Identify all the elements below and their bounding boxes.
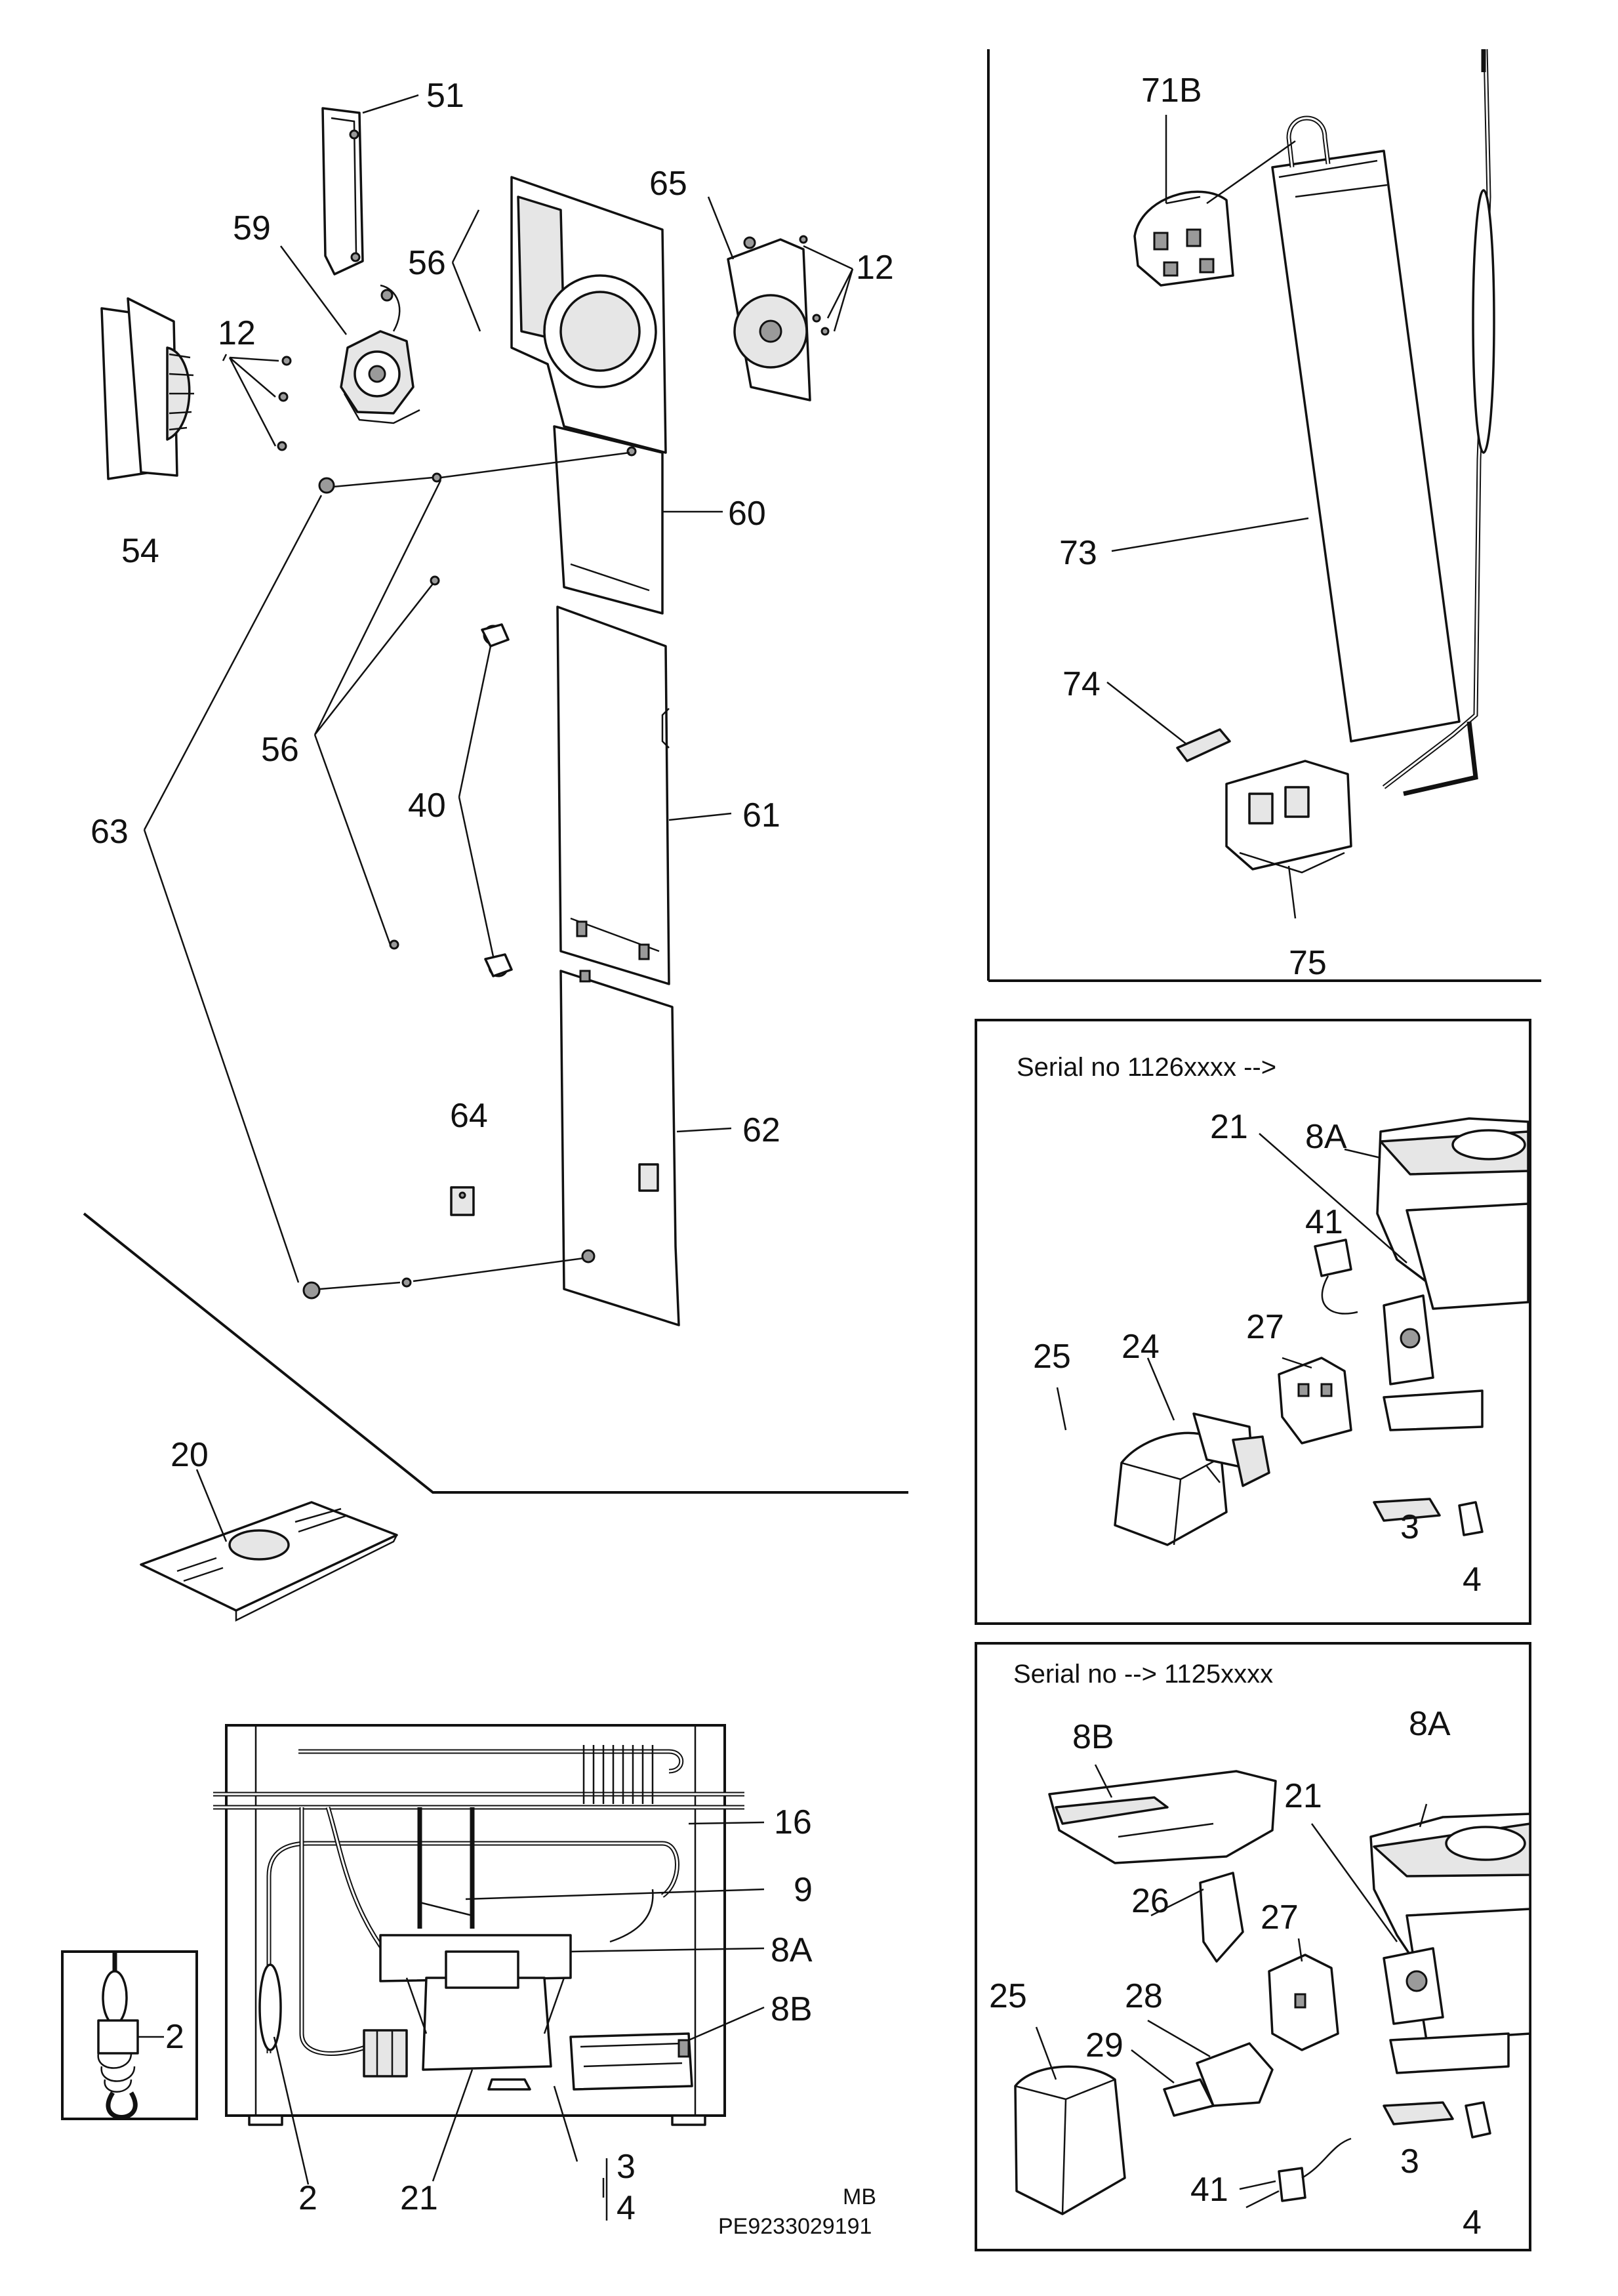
part-65-fan-housing <box>727 235 830 401</box>
rear-callout-21: 21 <box>400 2179 438 2217</box>
lower-callout-8a: 8A <box>1409 1705 1451 1743</box>
rear-view-compressor <box>363 1934 693 2091</box>
rear-callout-4: 4 <box>617 2189 636 2227</box>
footer-code-pe: PE9233029191 <box>718 2214 872 2239</box>
callout-56b: 56 <box>261 731 299 769</box>
rear-callout-2: 2 <box>298 2179 317 2217</box>
upper-callout-25: 25 <box>1033 1338 1071 1376</box>
lower-panel-leaders <box>1035 1764 1428 2190</box>
part-74-sensor <box>1176 728 1231 762</box>
part-54-fan-housing <box>100 297 194 480</box>
part-64-clip <box>450 1186 475 1216</box>
part-51-cover <box>321 107 364 276</box>
callout-51: 51 <box>426 77 464 115</box>
upper-callout-8a: 8A <box>1305 1118 1347 1156</box>
rear-callout-9: 9 <box>794 1871 813 1909</box>
part-40-plugs <box>481 623 513 977</box>
rear-callout-8b: 8B <box>771 1990 813 2028</box>
upper-compressor-panel <box>975 1019 1531 1625</box>
lower-callout-27: 27 <box>1261 1898 1299 1937</box>
part-60-upper-panel <box>510 176 667 615</box>
upper-panel-components <box>1114 1239 1358 1546</box>
callout-20: 20 <box>171 1436 209 1474</box>
callout-12-right: 12 <box>856 249 894 287</box>
upper-callout-27: 27 <box>1246 1308 1284 1346</box>
callout-labels: 51 59 56 65 12 12 54 60 56 40 63 61 64 6… <box>91 72 1482 2242</box>
lower-callout-41: 41 <box>1190 2171 1228 2209</box>
inset-part-2 <box>61 1950 198 2120</box>
part-73-evaporator <box>1271 49 1495 796</box>
callout-60: 60 <box>728 495 766 533</box>
rear-callout-3: 3 <box>617 2148 636 2186</box>
callout-75: 75 <box>1289 944 1327 982</box>
upper-callout-4: 4 <box>1463 1561 1482 1599</box>
callout-12-left: 12 <box>218 314 256 352</box>
inset-callout-2: 2 <box>165 2018 184 2056</box>
callout-64: 64 <box>450 1097 488 1135</box>
part-75-bracket <box>1225 760 1352 874</box>
upper-panel-leaders <box>1056 1133 1407 1431</box>
part-61-middle-panel <box>556 605 670 985</box>
callout-61: 61 <box>742 796 780 834</box>
callout-40: 40 <box>408 787 446 825</box>
rear-callout-16: 16 <box>774 1803 812 1841</box>
part-62-lower-panel <box>559 970 680 1326</box>
rear-callout-8a: 8A <box>771 1931 813 1969</box>
part-71b-holder <box>1133 190 1234 287</box>
section-separators <box>83 49 1541 1494</box>
callout-74: 74 <box>1062 665 1101 703</box>
lower-callout-4: 4 <box>1463 2204 1482 2242</box>
lower-callout-28: 28 <box>1125 1977 1163 2015</box>
lower-callout-29: 29 <box>1085 2026 1123 2064</box>
part-59-fan-motor <box>340 284 420 424</box>
lower-compressor-panel <box>975 1642 1531 2251</box>
lower-callout-8b: 8B <box>1072 1718 1114 1756</box>
callout-71b: 71B <box>1141 72 1202 110</box>
condenser-fins <box>582 1745 654 1804</box>
lower-callout-21: 21 <box>1284 1777 1322 1815</box>
leaders-top-right <box>1106 115 1309 919</box>
upper-callout-41: 41 <box>1305 1203 1343 1241</box>
lower-panel-components <box>1014 1770 1352 2215</box>
callout-73: 73 <box>1059 534 1097 572</box>
upper-callout-3: 3 <box>1400 1508 1419 1546</box>
footer-code-mb: MB <box>843 2184 876 2209</box>
callout-65: 65 <box>649 165 687 203</box>
callout-56a: 56 <box>408 244 446 282</box>
upper-panel-serial-note: Serial no 1126xxxx --> <box>1017 1053 1276 1082</box>
callout-54: 54 <box>121 532 159 570</box>
lower-callout-26: 26 <box>1131 1882 1169 1920</box>
leaders-top-left <box>143 94 854 1542</box>
callout-62: 62 <box>742 1111 780 1149</box>
upper-callout-21: 21 <box>1210 1108 1248 1146</box>
part-20-manual <box>140 1501 398 1622</box>
callout-63: 63 <box>91 813 129 851</box>
lower-fasteners <box>302 1249 596 1300</box>
rear-view-leaders <box>273 1821 765 2198</box>
upper-callout-24: 24 <box>1122 1328 1160 1366</box>
callout-59: 59 <box>233 209 271 247</box>
lower-callout-3: 3 <box>1400 2142 1419 2181</box>
screws-12-left <box>277 356 509 977</box>
lower-callout-25: 25 <box>989 1977 1027 2015</box>
lower-panel-serial-note: Serial no --> 1125xxxx <box>1013 1660 1273 1689</box>
rear-view-cabinet <box>213 1724 744 2126</box>
